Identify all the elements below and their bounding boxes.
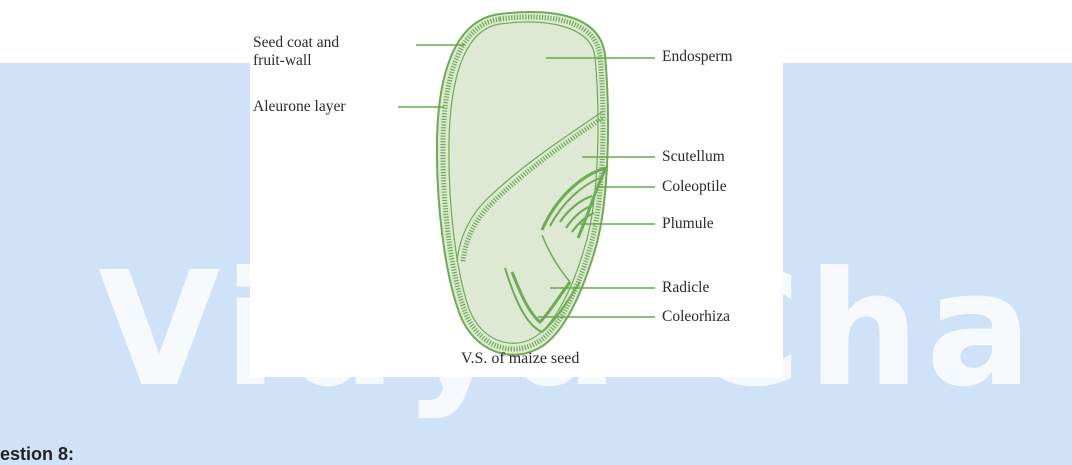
seed-coat-label-line2: fruit-wall — [253, 52, 339, 70]
seed-coat-label-line1: Seed coat and — [253, 34, 339, 52]
scutellum-label: Scutellum — [662, 148, 725, 166]
aleurone-label: Aleurone layer — [253, 98, 346, 116]
coleorhiza-label: Coleorhiza — [662, 308, 730, 326]
maize-seed-figure: Seed coat and fruit-wall Aleurone layer … — [250, 0, 783, 377]
seed-coat-label: Seed coat and fruit-wall — [253, 34, 339, 70]
question-heading: estion 8: — [0, 443, 74, 465]
seed-coat-outline — [437, 12, 608, 355]
coleoptile-label: Coleoptile — [662, 178, 727, 196]
endosperm-label: Endosperm — [662, 48, 733, 66]
figure-caption: V.S. of maize seed — [461, 350, 579, 368]
radicle-label: Radicle — [662, 279, 709, 297]
plumule-label: Plumule — [662, 215, 714, 233]
